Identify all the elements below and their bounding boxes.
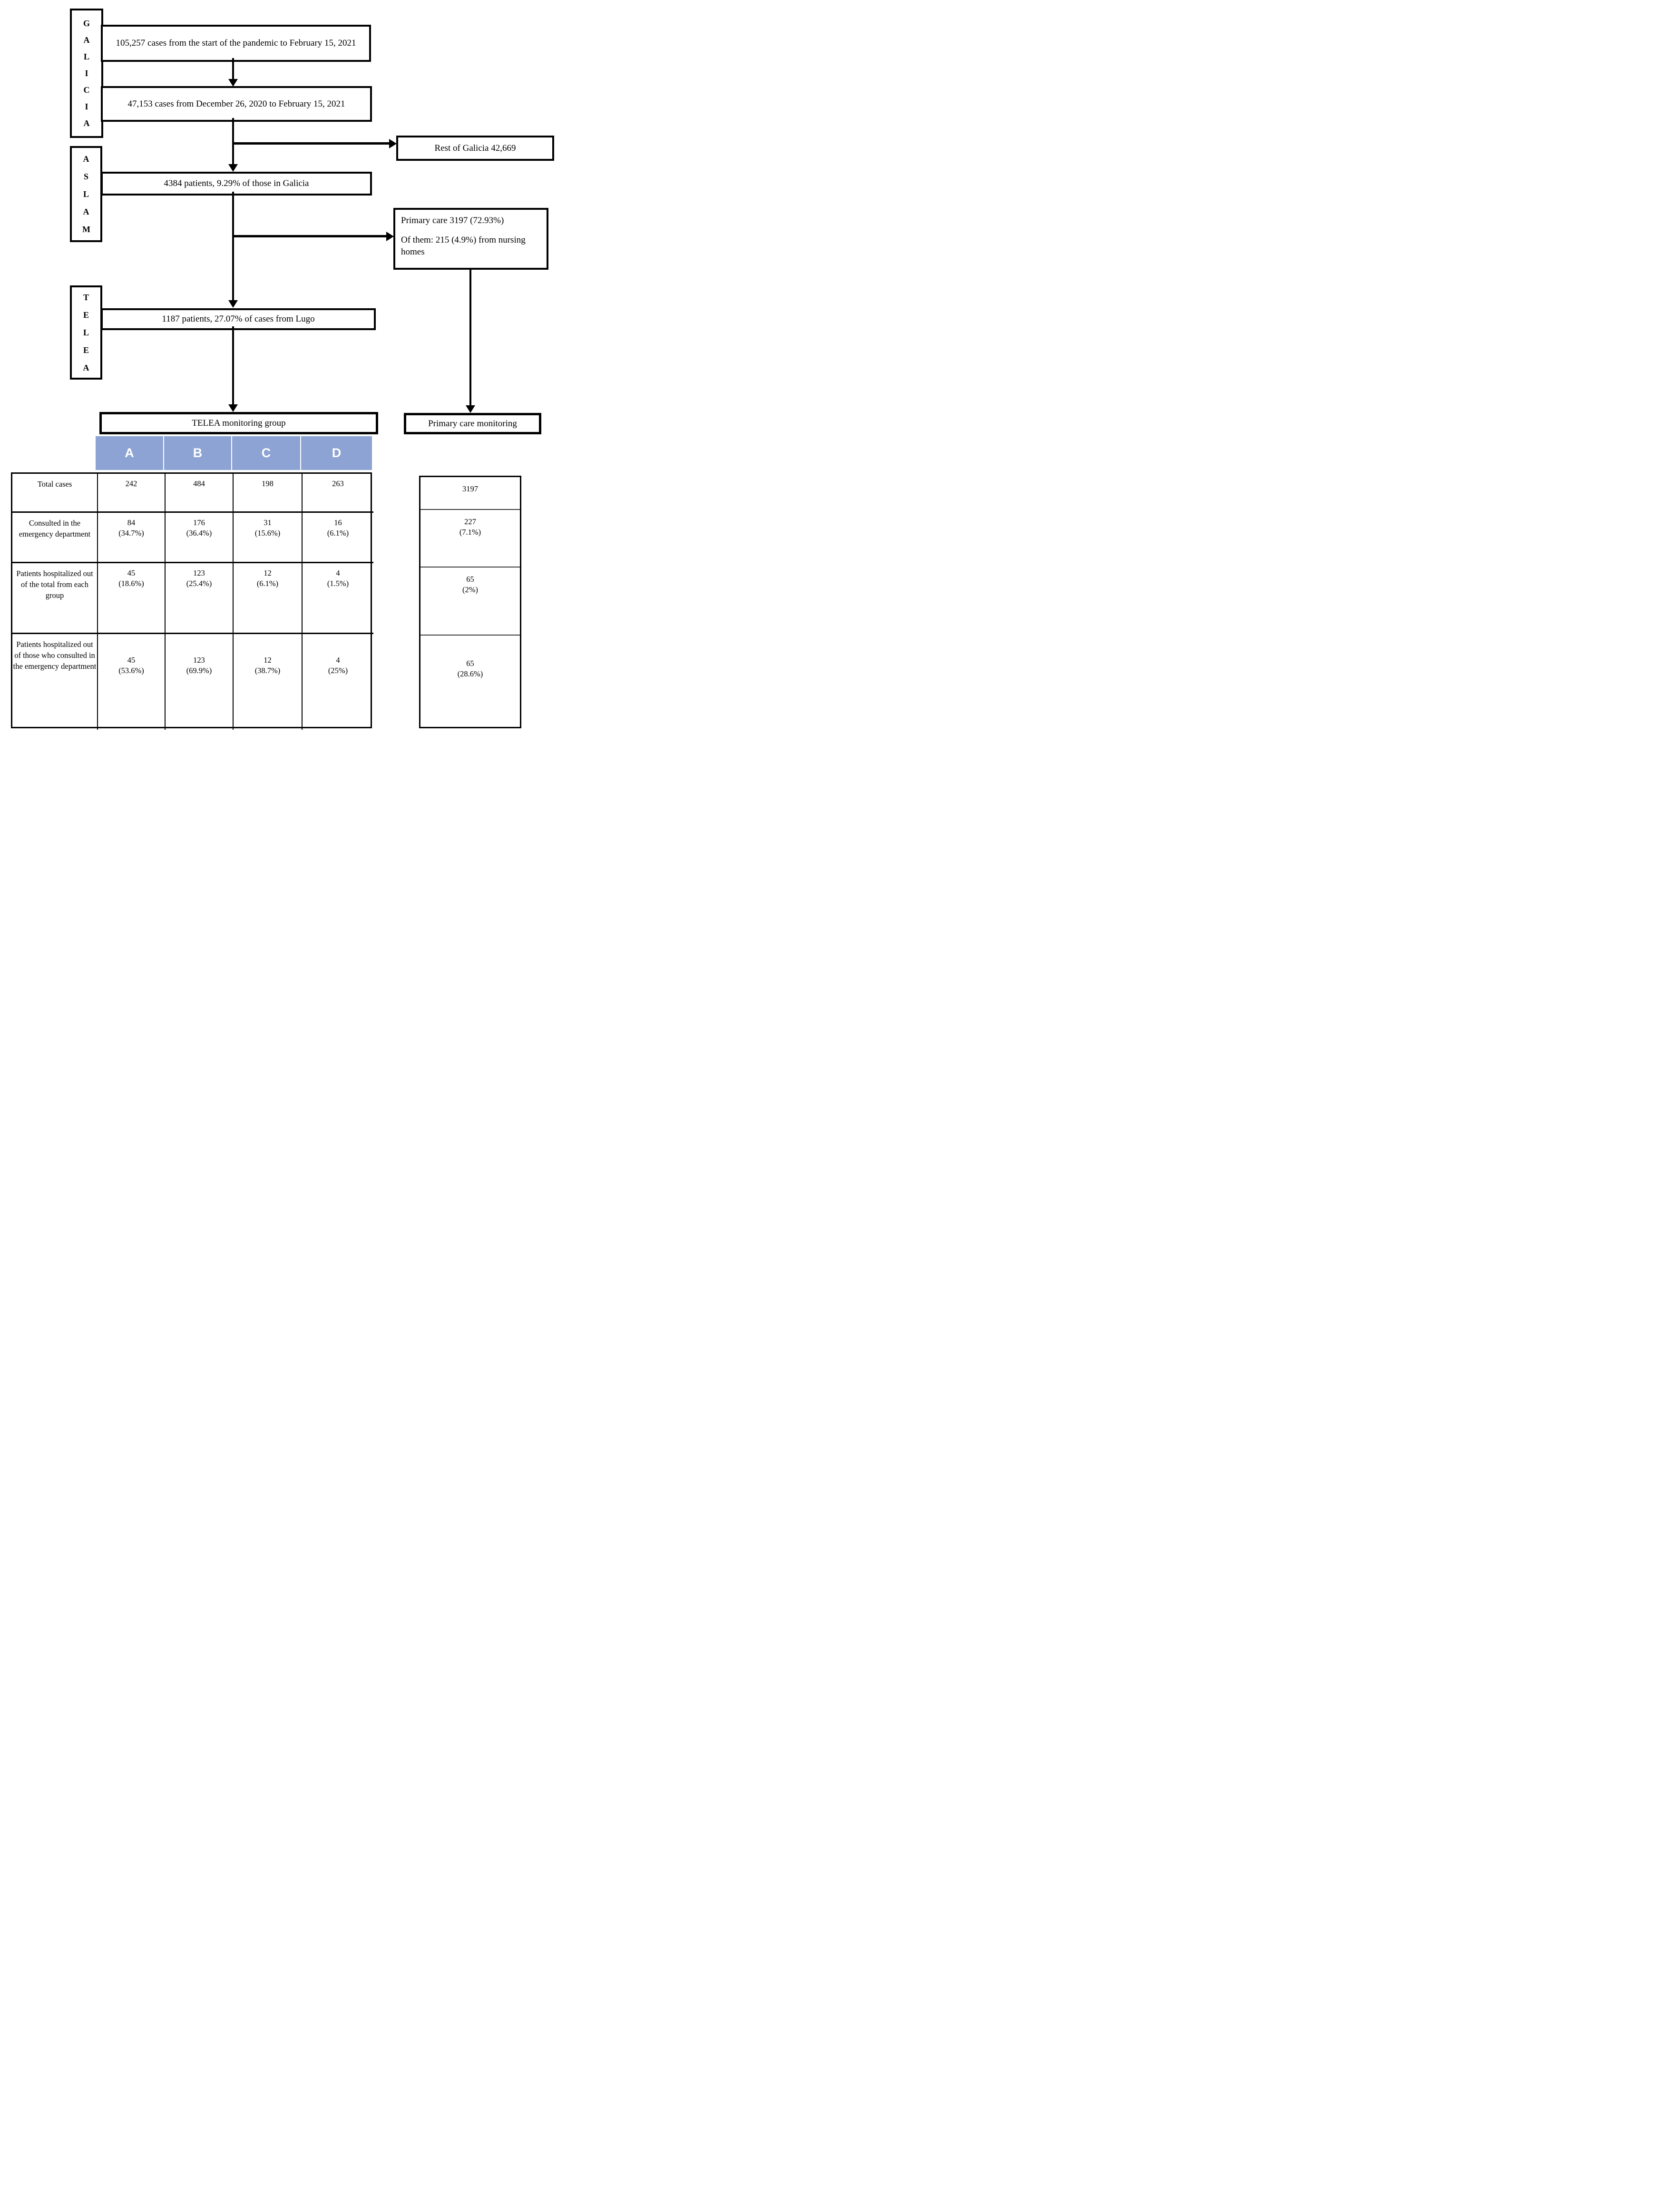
table-cell: 45(53.6%) [97,633,165,730]
row-label: Patients hospitalized out of those who c… [12,633,97,730]
table-cell: 123(69.9%) [165,633,233,730]
aslam-stage-label: ASLAM [70,146,102,242]
arrow-down-icon [466,405,475,413]
wave-cases-box: 47,153 cases from December 26, 2020 to F… [101,86,372,122]
table-cell: 263 [302,474,373,511]
group-header-row: A B C D [96,436,372,470]
telea-patients-text: 1187 patients, 27.07% of cases from Lugo [162,314,315,324]
group-header-c: C [231,436,300,470]
table-cell: 12(6.1%) [233,562,302,633]
telea-stage-label: TELEA [70,285,102,380]
table-cell: 123(25.4%) [165,562,233,633]
arrow-down-icon [228,79,238,87]
arrow-down-icon [228,164,238,172]
aslam-stage-text: ASLAM [82,154,90,234]
results-table: Total cases 242 484 198 263 Consulted in… [11,472,373,730]
primary-care-column: 3197 227(7.1%) 65(2%) 65(28.6%) [419,476,521,728]
group-header-d: D [300,436,372,470]
flow-diagram-page: GALICIA ASLAM TELEA 105,257 cases from t… [0,0,557,737]
pandemic-cases-text: 105,257 cases from the start of the pand… [116,38,356,49]
table-cell: 84(34.7%) [97,511,165,562]
galicia-stage-text: GALICIA [83,18,90,128]
primary-care-cell: 3197 [462,484,478,493]
arrow-aslam-to-telea-shaft [232,192,234,300]
telea-patients-box: 1187 patients, 27.07% of cases from Lugo [101,308,376,330]
pandemic-cases-box: 105,257 cases from the start of the pand… [101,25,371,62]
rest-of-galicia-box: Rest of Galicia 42,669 [396,136,554,161]
table-cell: 12(38.7%) [233,633,302,730]
primary-care-monitoring-text: Primary care monitoring [428,418,517,429]
table-cell: 31(15.6%) [233,511,302,562]
primary-care-cell: 65(28.6%) [420,635,520,730]
telea-monitoring-text: TELEA monitoring group [192,418,286,428]
primary-care-line1: Primary care 3197 (72.93%) [401,215,504,225]
rest-of-galicia-text: Rest of Galicia 42,669 [434,143,516,153]
primary-care-box: Primary care 3197 (72.93%) Of them: 215 … [393,208,548,270]
primary-care-line2: Of them: 215 (4.9%) from nursing homes [401,235,526,257]
arrow-primary-to-monitoring-shaft [469,270,471,405]
branch-rest-of-galicia-shaft [233,142,389,145]
galicia-stage-label: GALICIA [70,9,103,138]
group-header-a: A [96,436,163,470]
primary-care-cell: 65(2%) [420,567,520,635]
arrow-wave-to-aslam-shaft [232,118,234,164]
arrow-right-icon [386,232,394,241]
row-label: Consulted in the emergency department [12,511,97,562]
primary-care-monitoring-box: Primary care monitoring [404,413,541,434]
arrow-down-icon [228,404,238,412]
branch-primary-care-shaft [233,235,386,237]
arrow-down-icon [228,300,238,308]
telea-stage-text: TELEA [83,292,89,372]
arrow-right-icon [389,139,397,148]
table-cell: 16(6.1%) [302,511,373,562]
row-label: Patients hospitalized out of the total f… [12,562,97,633]
group-header-b: B [163,436,231,470]
table-cell: 4(25%) [302,633,373,730]
table-cell: 484 [165,474,233,511]
table-cell: 4(1.5%) [302,562,373,633]
telea-monitoring-box: TELEA monitoring group [99,412,378,434]
row-label: Total cases [37,480,72,489]
wave-cases-text: 47,153 cases from December 26, 2020 to F… [127,98,345,109]
aslam-patients-box: 4384 patients, 9.29% of those in Galicia [101,172,372,196]
arrow-telea-to-monitoring-shaft [232,326,234,404]
table-cell: 176(36.4%) [165,511,233,562]
table-cell: 242 [97,474,165,511]
table-cell: 45(18.6%) [97,562,165,633]
arrow-pandemic-to-wave-shaft [232,58,234,80]
primary-care-cell: 227(7.1%) [420,509,520,567]
table-cell: 198 [233,474,302,511]
aslam-patients-text: 4384 patients, 9.29% of those in Galicia [164,178,309,189]
